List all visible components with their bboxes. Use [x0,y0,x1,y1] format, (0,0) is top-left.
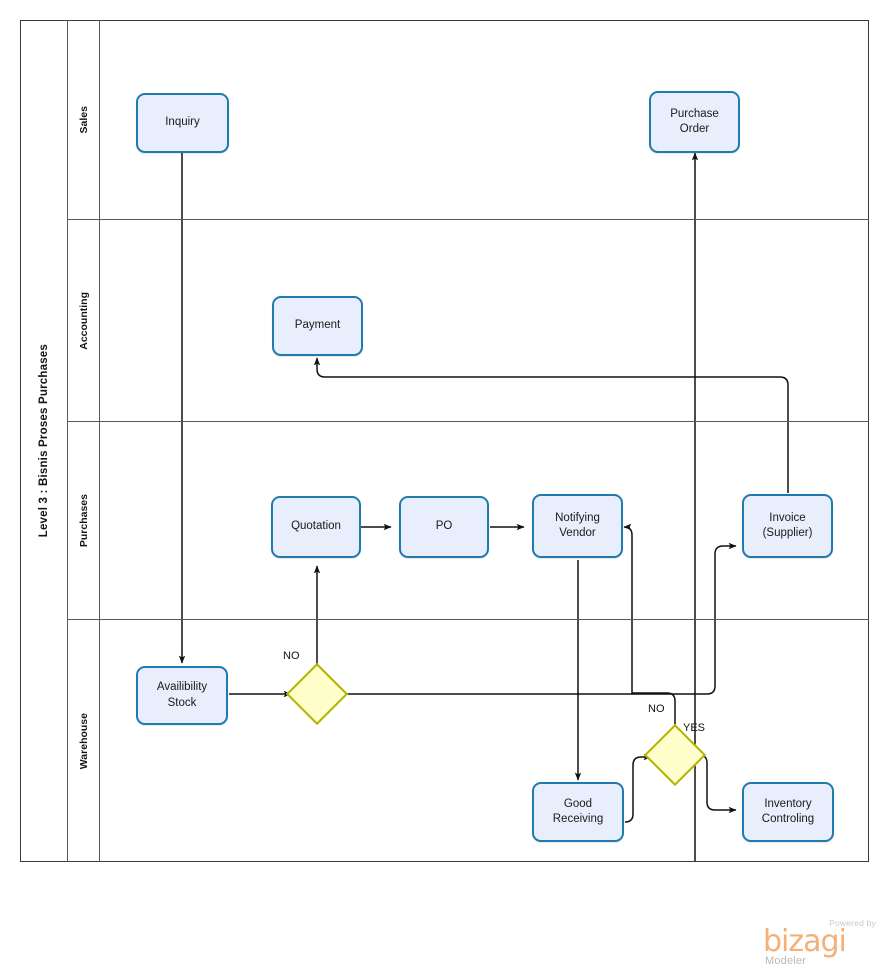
lane-purchases: Purchases [68,422,869,620]
lane-label-warehouse: Warehouse [68,620,100,862]
lane-warehouse: Warehouse [68,620,869,862]
task-purchase-order[interactable]: Purchase Order [649,91,740,153]
task-notifying-vendor[interactable]: Notifying Vendor [532,494,623,558]
task-inventory-controling[interactable]: Inventory Controling [742,782,834,842]
pool-title: Level 3 : Bisnis Proses Purchases [20,20,68,862]
bizagi-branding: Powered by bizagi Modeler [757,918,882,968]
task-quotation-label: Quotation [291,520,341,533]
connector-good-receiving-to-gateway2 [624,753,652,823]
bizagi-logo-wordmark: bizagi [763,924,847,959]
lane-accounting-text: Accounting [77,291,90,350]
task-availibility-stock[interactable]: Availibility Stock [136,666,228,725]
bizagi-powered-by-label: Powered by [829,918,876,928]
pool-title-label: Level 3 : Bisnis Proses Purchases [37,344,50,538]
task-good-receiving-label: Good Receiving [552,797,604,825]
lane-warehouse-text: Warehouse [77,712,90,770]
lane-sales: Sales [68,20,869,220]
task-notifying-vendor-label: Notifying Vendor [555,511,600,539]
task-good-receiving[interactable]: Good Receiving [532,782,624,842]
task-po-label: PO [435,520,453,533]
lane-purchases-text: Purchases [77,493,90,548]
task-po[interactable]: PO [399,496,489,558]
task-payment[interactable]: Payment [272,296,363,356]
task-invoice-supplier[interactable]: Invoice (Supplier) [742,494,833,558]
task-inquiry[interactable]: Inquiry [136,93,229,153]
task-payment-label: Payment [294,319,341,332]
task-inventory-controling-label: Inventory Controling [761,797,815,825]
bizagi-product-label: Modeler [765,955,807,967]
flow-label-yes-1: YES [683,722,706,734]
lane-label-purchases: Purchases [68,422,100,619]
task-purchase-order-label: Purchase Order [670,107,719,135]
connector-gateway2-no-to-notifying-vendor [623,523,676,733]
flow-label-no-1: NO [283,650,300,662]
connector-invoice-riser-arrow [714,542,737,555]
task-inquiry-label: Inquiry [165,116,200,129]
connector-invoice-supplier-to-payment [313,357,789,493]
lane-label-accounting: Accounting [68,220,100,421]
task-quotation[interactable]: Quotation [271,496,361,558]
connector-gateway1-right-to-invoice-riser [343,554,716,695]
task-availibility-stock-label: Availibility Stock [156,681,208,709]
lane-accounting: Accounting [68,220,869,422]
lane-sales-text: Sales [77,105,90,134]
lane-label-sales: Sales [68,20,100,219]
task-invoice-supplier-label: Invoice (Supplier) [762,511,813,539]
pool-outline [20,20,869,862]
flow-label-no-2: NO [648,703,665,715]
